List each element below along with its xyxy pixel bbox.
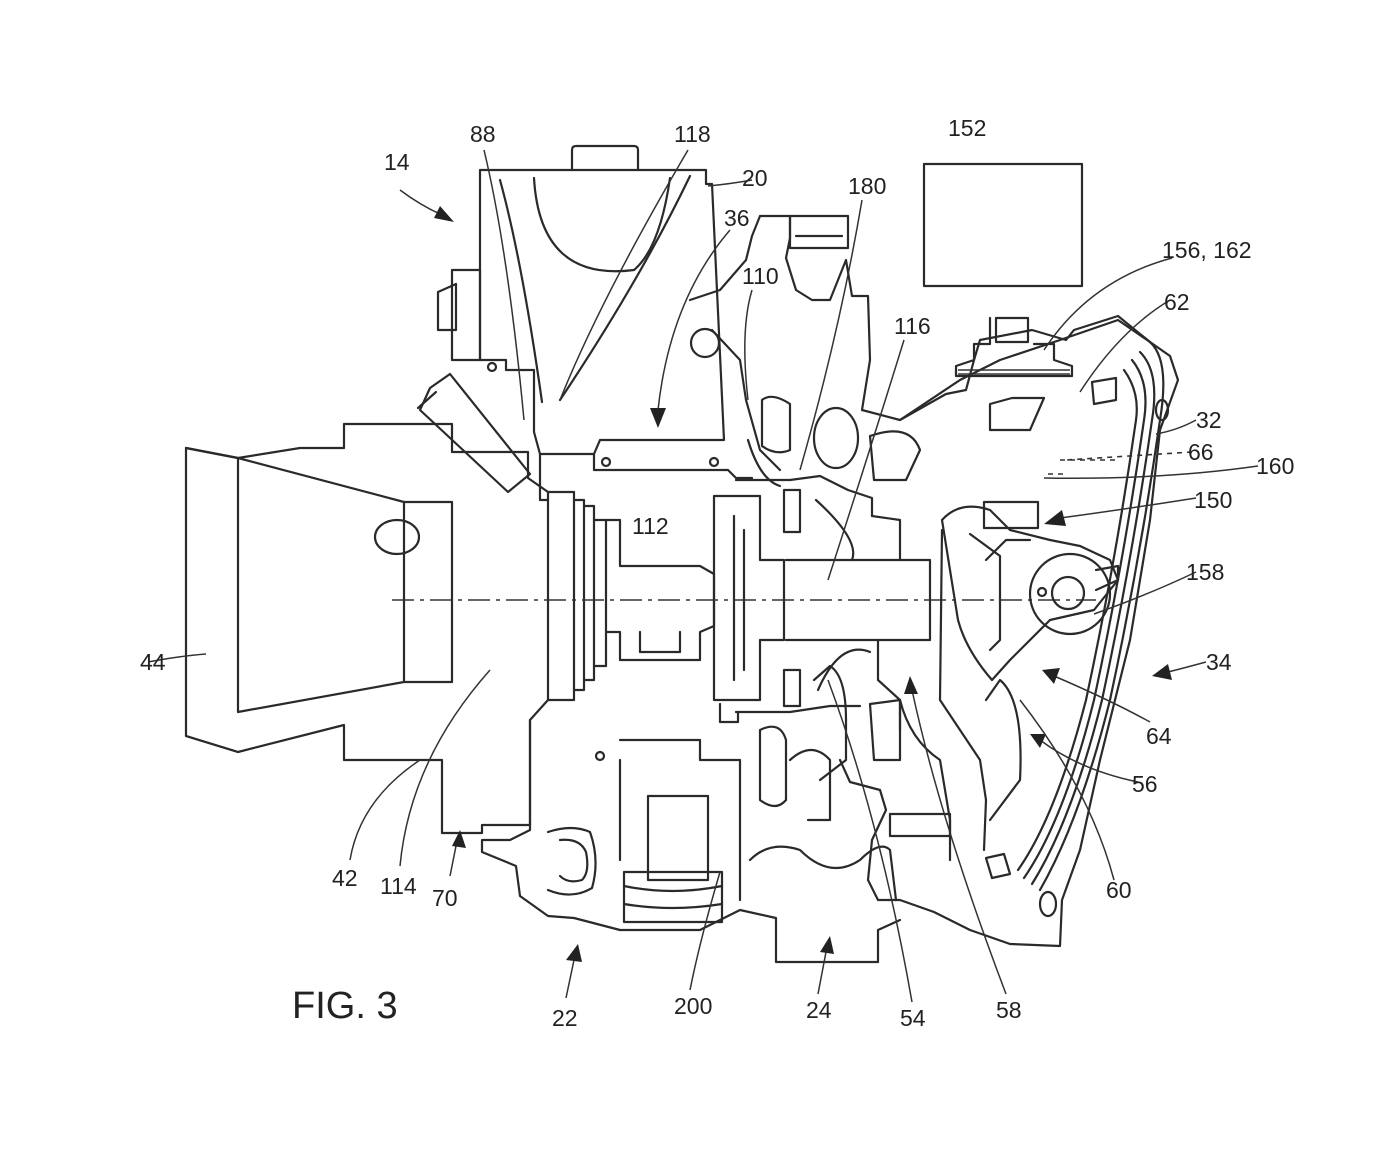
callout-64: 64	[1146, 723, 1172, 749]
shaft-assembly	[392, 474, 1096, 732]
reference-numerals: 14 88 118 20 36 110 180 152 156, 162 62 …	[140, 115, 1294, 1031]
callout-70: 70	[432, 885, 458, 911]
callout-44: 44	[140, 649, 166, 675]
callout-62: 62	[1164, 289, 1190, 315]
controller-box	[922, 162, 1084, 288]
callout-156-162: 156, 162	[1162, 237, 1252, 263]
callout-114: 114	[380, 873, 417, 899]
callout-200: 200	[674, 993, 712, 1019]
callout-22: 22	[552, 1005, 578, 1031]
callout-58: 58	[996, 997, 1022, 1023]
callout-118: 118	[674, 121, 711, 147]
callout-180: 180	[848, 173, 886, 199]
callout-36: 36	[724, 205, 750, 231]
callout-14: 14	[384, 149, 410, 175]
callout-160: 160	[1256, 453, 1294, 479]
compressor-inlet	[184, 268, 550, 835]
callout-112: 112	[632, 513, 669, 539]
callout-42: 42	[332, 865, 358, 891]
callout-60: 60	[1106, 877, 1132, 903]
center-housing	[478, 144, 1152, 502]
callout-152: 152	[948, 115, 986, 141]
callout-116: 116	[894, 313, 931, 339]
callout-24: 24	[806, 997, 832, 1023]
lower-casting	[480, 361, 902, 964]
callout-32: 32	[1196, 407, 1222, 433]
callout-110: 110	[742, 263, 779, 289]
callout-20: 20	[742, 165, 768, 191]
callout-56: 56	[1132, 771, 1158, 797]
callout-54: 54	[900, 1005, 926, 1031]
callout-88: 88	[470, 121, 496, 147]
callout-34: 34	[1206, 649, 1232, 675]
callout-158: 158	[1186, 559, 1224, 585]
callout-150: 150	[1194, 487, 1232, 513]
callout-66: 66	[1188, 439, 1214, 465]
figure-caption: FIG. 3	[292, 985, 398, 1027]
leader-lines	[147, 149, 1259, 1003]
